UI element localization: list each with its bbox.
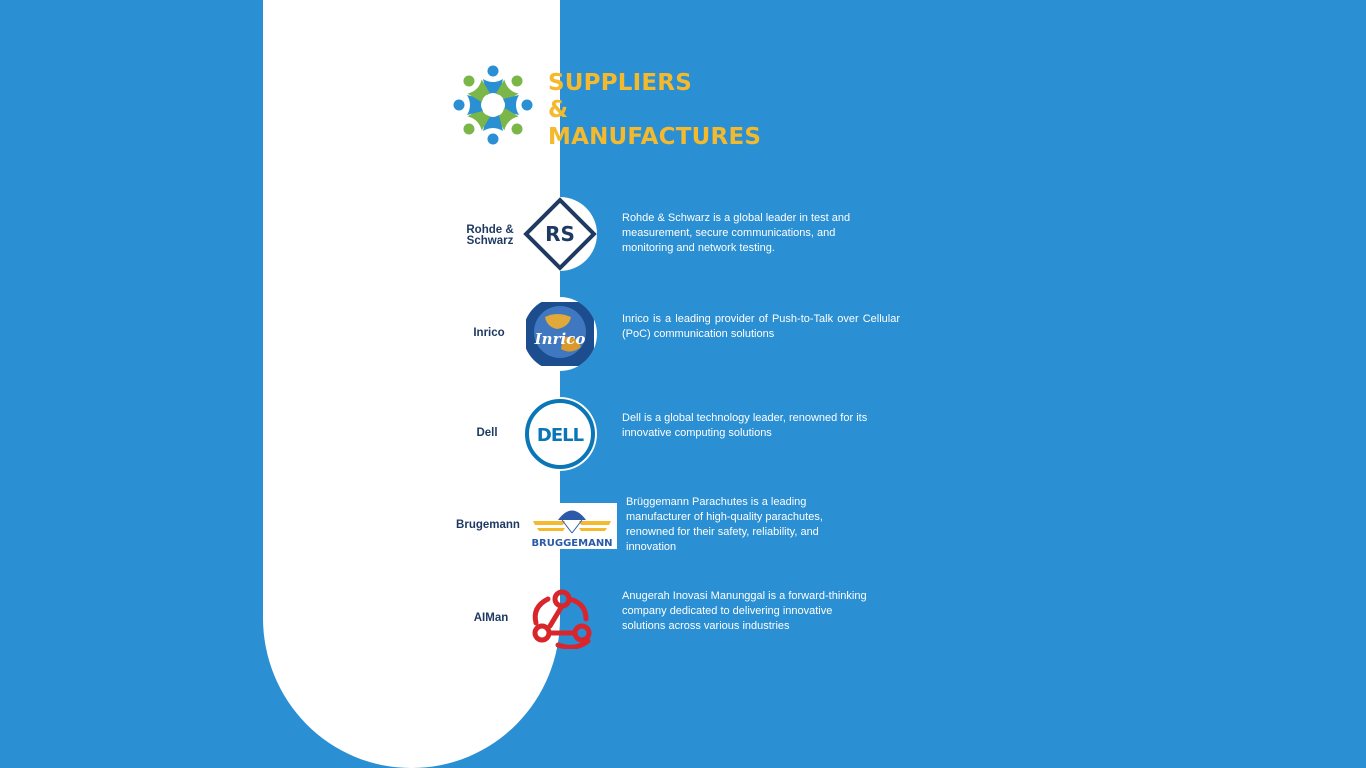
supplier-description: Inrico is a leading provider of Push-to-…: [622, 313, 900, 340]
supplier-description: Brüggemann Parachutes is a leading manuf…: [626, 496, 823, 553]
bruggemann-logo: BRUGGEMANN: [527, 503, 617, 549]
supplier-name: Inrico: [473, 327, 505, 339]
rohde-schwarz-logo: RS: [523, 197, 597, 271]
inrico-logo-text: Inrico: [534, 330, 586, 348]
title-line-1: SUPPLIERS: [548, 70, 692, 96]
dell-logo: DELL: [523, 397, 597, 471]
page-title: SUPPLIERS & MANUFACTURES: [548, 70, 761, 151]
white-pill-background: [263, 0, 560, 768]
supplier-name: AIMan: [473, 612, 509, 624]
title-line-3: MANUFACTURES: [548, 124, 762, 150]
rs-logo-text: RS: [545, 222, 575, 246]
supplier-name: Dell: [476, 427, 498, 439]
people-circle-logo: [450, 62, 536, 148]
supplier-description: Dell is a global technology leader, reno…: [622, 412, 868, 439]
supplier-description: Anugerah Inovasi Manunggal is a forward-…: [622, 590, 867, 632]
webhook-icon: [528, 585, 596, 650]
supplier-name: Brugemann: [456, 519, 520, 531]
supplier-name: Rohde & Schwarz: [466, 224, 514, 247]
title-line-2: &: [548, 97, 569, 123]
dell-logo-text: DELL: [537, 425, 584, 446]
supplier-description: Rohde & Schwarz is a global leader in te…: [622, 212, 851, 254]
inrico-logo: Inrico: [523, 297, 597, 371]
bruggemann-logo-text: BRUGGEMANN: [531, 538, 612, 549]
